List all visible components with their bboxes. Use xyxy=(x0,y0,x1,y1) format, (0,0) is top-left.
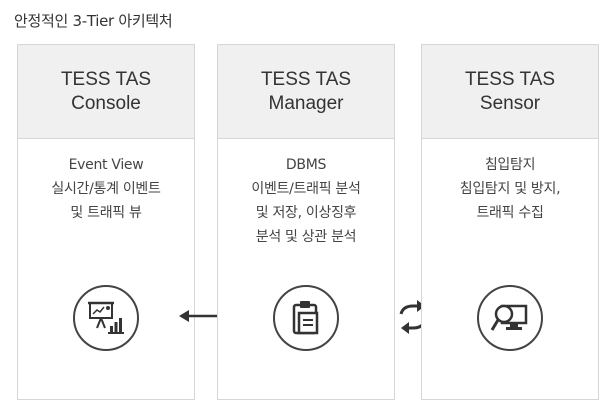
description-line: 및 트래픽 뷰 xyxy=(70,205,142,221)
tier-description: Event View 실시간/통계 이벤트 및 트래픽 뷰 xyxy=(18,153,194,225)
description-line: 침입탐지 및 방지, xyxy=(459,181,561,197)
clipboard-icon xyxy=(273,285,339,351)
tier-header: TESS TAS Manager xyxy=(218,45,394,139)
description-line: 이벤트/트래픽 분석 xyxy=(251,181,361,197)
presentation-chart-icon xyxy=(73,285,139,351)
tier-description: 침입탐지 침입탐지 및 방지, 트래픽 수집 xyxy=(422,153,598,225)
tier-header-line2: Sensor xyxy=(479,92,541,114)
description-line: 및 저장, 이상징후 xyxy=(255,205,357,221)
description-line: Event View xyxy=(68,157,144,173)
tier-header-line1: TESS TAS xyxy=(260,68,352,90)
description-line: 분석 및 상관 분석 xyxy=(255,229,357,245)
tier-header: TESS TAS Sensor xyxy=(422,45,598,139)
diagram-title: 안정적인 3-Tier 아키텍처 xyxy=(14,12,173,30)
tier-manager: TESS TAS Manager DBMS 이벤트/트래픽 분석 및 저장, 이… xyxy=(217,44,395,400)
tier-description: DBMS 이벤트/트래픽 분석 및 저장, 이상징후 분석 및 상관 분석 xyxy=(218,153,394,249)
tier-header-line2: Manager xyxy=(268,92,344,114)
monitor-search-icon xyxy=(477,285,543,351)
description-line: 침입탐지 xyxy=(484,157,536,173)
description-line: DBMS xyxy=(285,157,327,173)
tier-header-line2: Console xyxy=(71,92,141,114)
tier-sensor: TESS TAS Sensor 침입탐지 침입탐지 및 방지, 트래픽 수집 xyxy=(421,44,599,400)
tier-console: TESS TAS Console Event View 실시간/통계 이벤트 및… xyxy=(17,44,195,400)
tier-header: TESS TAS Console xyxy=(18,45,194,139)
description-line: 트래픽 수집 xyxy=(476,205,544,221)
tier-header-line1: TESS TAS xyxy=(60,68,152,90)
description-line: 실시간/통계 이벤트 xyxy=(51,181,161,197)
tier-header-line1: TESS TAS xyxy=(464,68,556,90)
